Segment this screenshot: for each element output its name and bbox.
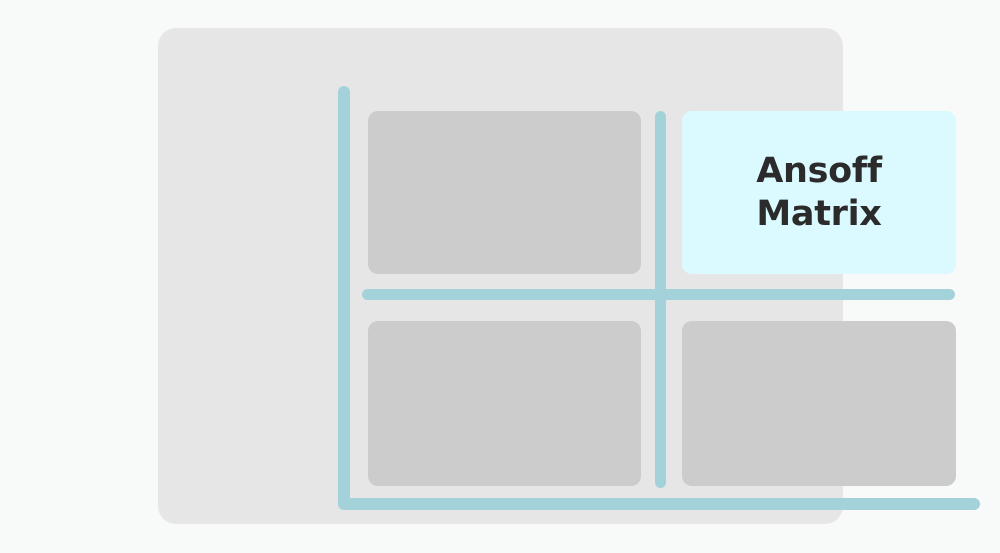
quadrant-card-bottom-left[interactable] (368, 321, 641, 486)
quadrant-label-top-right: Ansoff Matrix (756, 150, 882, 234)
horizontal-divider (362, 289, 955, 300)
quadrant-card-bottom-right[interactable] (682, 321, 956, 486)
horizontal-axis (338, 498, 980, 510)
matrix-panel: Ansoff Matrix (158, 28, 980, 524)
vertical-axis (338, 86, 350, 510)
quadrant-card-top-left[interactable] (368, 111, 641, 274)
quadrant-card-top-right[interactable]: Ansoff Matrix (682, 111, 956, 274)
